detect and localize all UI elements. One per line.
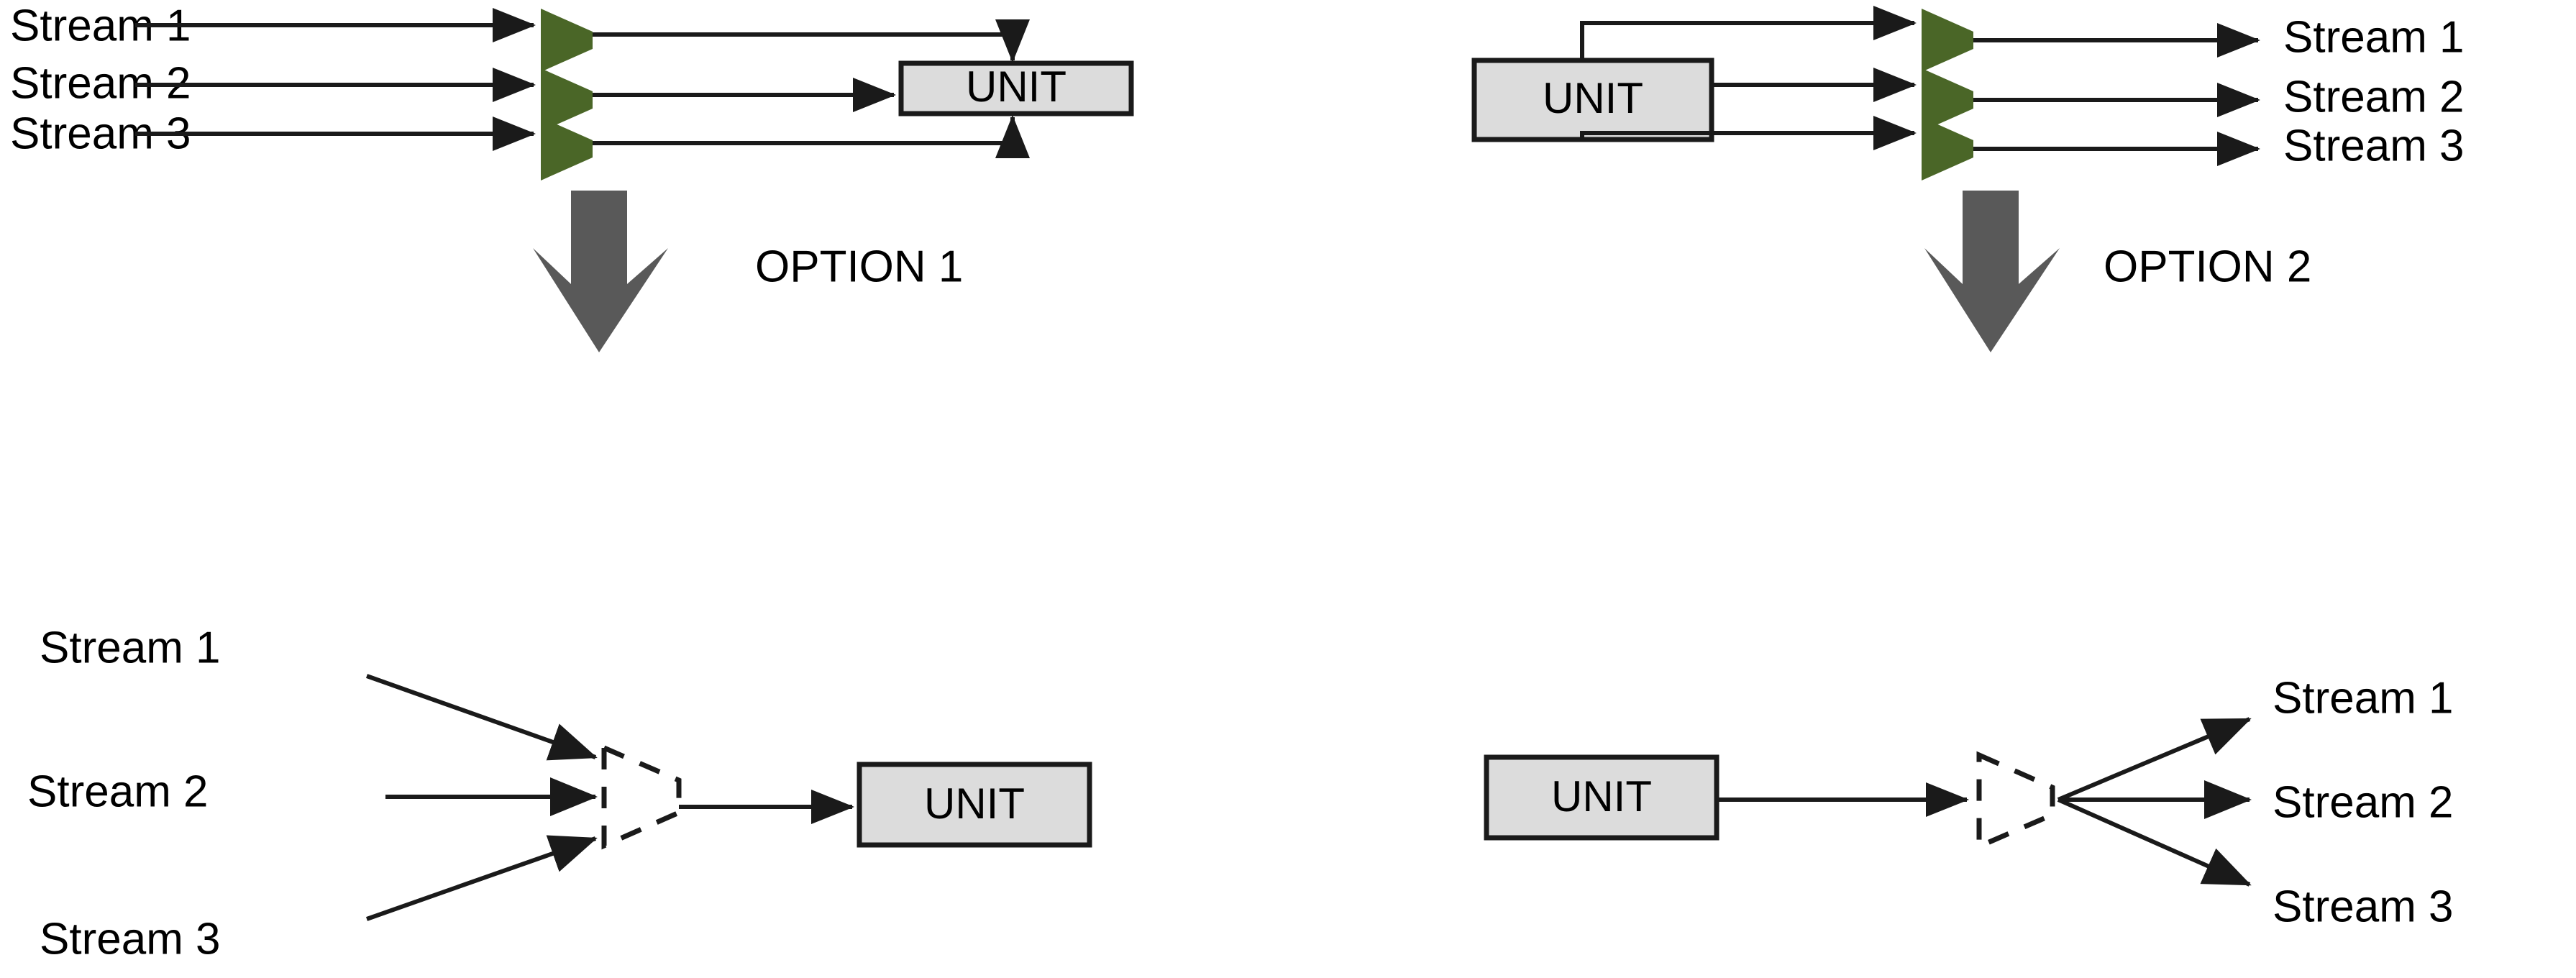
option2-detailed-output-label-3: Stream 3 [2283,121,2465,170]
option2-simplified-unit-box [1484,754,1719,841]
option1-simplified-input-label-3: Stream 3 [40,914,221,964]
option1-label: OPTION 1 [755,242,963,291]
option1-simplified-input-arrow-1 [365,674,598,761]
option1-simplified-group: Stream 1 Stream 2 Stream 3 UNIT [27,623,1092,964]
option2-detailed-unit-box [1471,58,1714,142]
option2-detailed-group: UNIT Stream 1 Stream 2 Stream 3 [1471,6,2465,180]
option2-detailed-output-label-1: Stream 1 [2283,12,2465,62]
option2-detailed-unit-label: UNIT [1543,74,1643,122]
option2-detailed-splitter-1 [1922,9,1973,72]
option2-label: OPTION 2 [2104,242,2311,291]
option2-simplified-splitter-shape [1976,751,2055,851]
option2-detailed-unit-to-splitter1 [1580,6,1917,60]
option1-detailed-unit-box [898,60,1134,116]
option2-simplified-unit-label: UNIT [1551,772,1652,821]
option1-simplified-unit-label: UNIT [924,780,1025,828]
option2-simplified-output-label-2: Stream 2 [2273,777,2454,827]
option2-detailed-splitter-3 [1922,117,1973,180]
option2-detailed-unit-to-splitter3 [1580,116,1917,150]
option1-down-arrow-icon [533,191,668,352]
option1-detailed-mixer-2 [541,68,593,132]
option1-simplified-unit-box [857,762,1092,848]
option1-simplified-input-arrow-3 [366,835,598,921]
option2-detailed-splitter-2 [1922,68,1973,132]
option2-simplified-output-arrow-3 [2057,798,2252,887]
option2-down-arrow-icon [1924,191,2060,352]
option2-simplified-group: UNIT Stream 1 Stream 2 Stream 3 [1484,673,2454,931]
option2-simplified-output-label-3: Stream 3 [2273,882,2454,931]
option1-detailed-group: Stream 1 Stream 2 Stream 3 UNIT [10,1,1134,180]
option1-simplified-mixer-shape [601,744,682,850]
option1-simplified-input-label-1: Stream 1 [40,623,221,672]
option2-simplified-output-arrow-1 [2057,717,2252,802]
option2-detailed-output-label-2: Stream 2 [2283,72,2465,122]
option1-detailed-mixer-1 [541,9,593,72]
option2-simplified-output-label-1: Stream 1 [2273,673,2454,723]
option1-detailed-mixer1-to-unit [593,19,1030,63]
option1-detailed-mixer3-to-unit [593,115,1030,158]
option1-detailed-unit-label: UNIT [966,63,1067,111]
option2-transition-group: OPTION 2 [1924,191,2311,352]
option1-transition-group: OPTION 1 [533,191,963,352]
option1-detailed-mixer-3 [541,117,593,180]
option1-simplified-input-label-2: Stream 2 [27,767,209,816]
